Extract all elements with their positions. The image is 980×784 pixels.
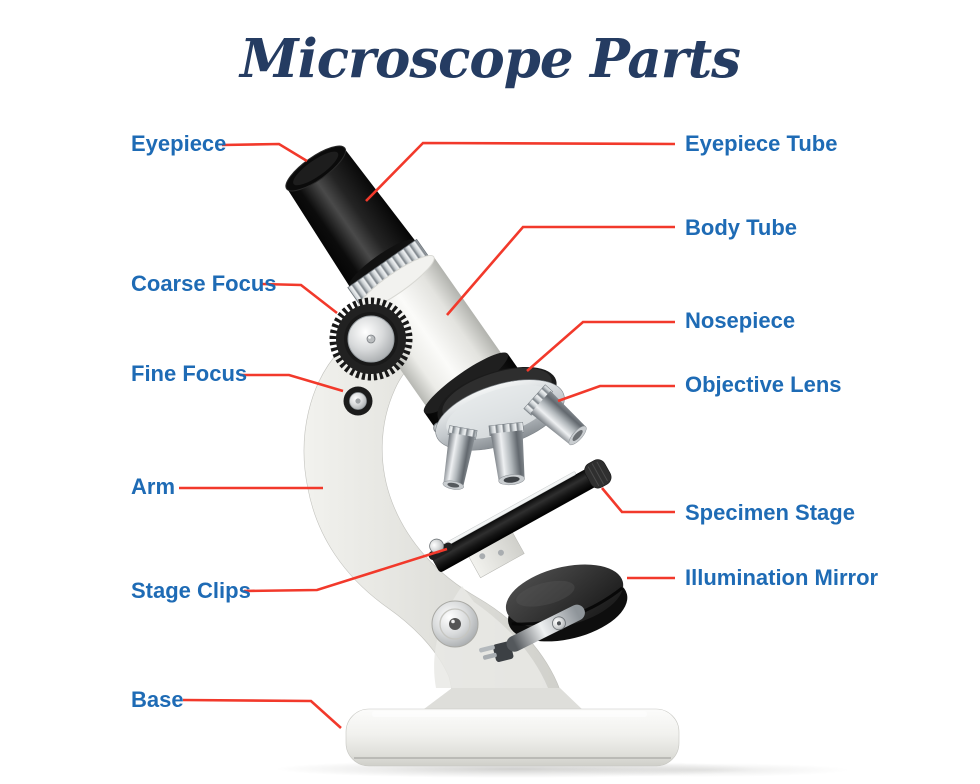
- label-base: Base: [131, 687, 184, 712]
- label-body-tube: Body Tube: [685, 215, 798, 240]
- objective-lenses-part: [442, 384, 587, 490]
- specimen-stage-part: [428, 459, 612, 579]
- label-nosepiece: Nosepiece: [685, 308, 796, 333]
- fine-focus-knob-part: [343, 386, 373, 416]
- leader-line-nosepiece: [526, 320, 675, 372]
- leader-line-stage-clips: [243, 547, 448, 593]
- leader-lines: [179, 141, 676, 729]
- page-title: Microscope Parts: [239, 28, 741, 90]
- label-eyepiece-tube: Eyepiece Tube: [685, 131, 838, 156]
- label-arm: Arm: [131, 474, 176, 499]
- leader-line-base: [182, 698, 342, 729]
- base-part: [345, 708, 680, 767]
- leader-line-fine-focus: [240, 373, 344, 393]
- pivot-joint-part: [431, 600, 479, 648]
- label-objective-lens: Objective Lens: [685, 372, 842, 397]
- label-stage-clips: Stage Clips: [131, 578, 251, 603]
- coarse-focus-knob-part: [329, 297, 413, 381]
- leader-line-eyepiece-tube: [365, 141, 676, 202]
- leader-line-coarse-focus: [261, 282, 338, 315]
- label-coarse-focus: Coarse Focus: [131, 271, 277, 296]
- leader-line-eyepiece: [221, 142, 308, 163]
- leader-line-objective-lens: [557, 384, 675, 403]
- label-eyepiece: Eyepiece: [131, 131, 227, 156]
- illumination-mirror-part: [479, 564, 628, 662]
- label-illumination-mirror: Illumination Mirror: [685, 565, 879, 590]
- label-fine-focus: Fine Focus: [131, 361, 248, 386]
- leader-line-specimen-stage: [601, 487, 675, 514]
- leader-line-body-tube: [446, 225, 675, 316]
- label-specimen-stage: Specimen Stage: [685, 500, 855, 525]
